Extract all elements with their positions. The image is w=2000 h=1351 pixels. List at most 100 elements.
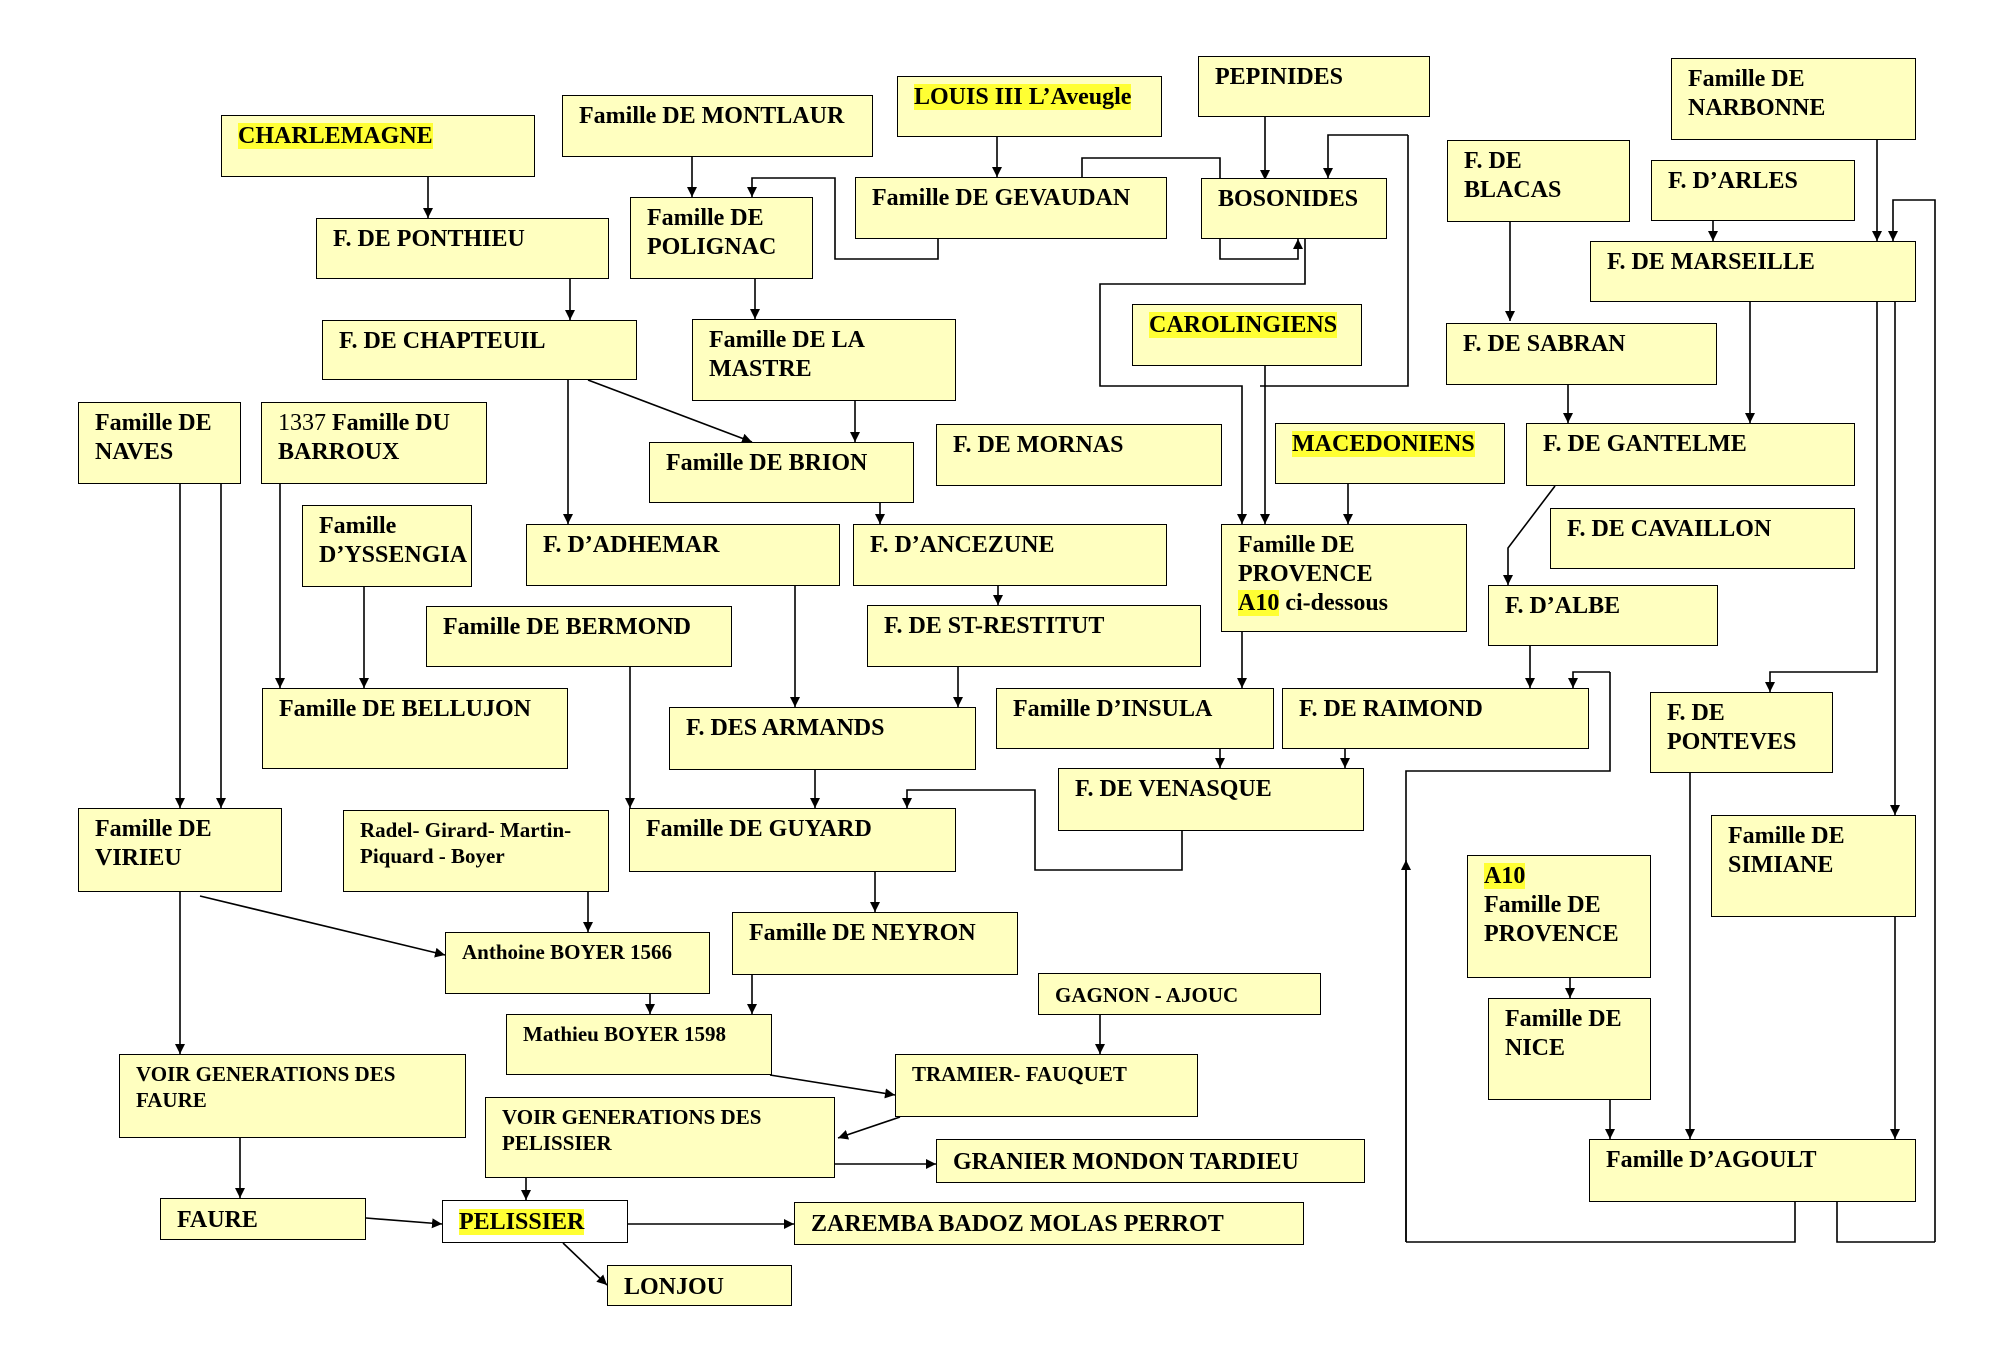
node-cavaillon: F. DE CAVAILLON bbox=[1550, 508, 1855, 569]
node-mornas-label: F. DE MORNAS bbox=[953, 432, 1124, 458]
node-albe: F. D’ALBE bbox=[1488, 585, 1718, 646]
node-ancezune: F. D’ANCEZUNE bbox=[853, 524, 1167, 586]
edge-gevaudan-polignac bbox=[747, 177, 939, 260]
edge-pelissier-lonjou bbox=[562, 1242, 608, 1286]
node-ponteves: F. DE PONTEVES bbox=[1650, 692, 1833, 773]
node-pepinides-label: PEPINIDES bbox=[1215, 64, 1344, 90]
node-ancezune-label: F. D’ANCEZUNE bbox=[870, 532, 1055, 558]
node-pelissier-label: PELISSIER bbox=[459, 1209, 585, 1235]
node-blacas-label: F. DE BLACAS bbox=[1464, 148, 1562, 203]
node-gevaudan-label: Famille DE GEVAUDAN bbox=[872, 185, 1131, 211]
node-radel: Radel- Girard- Martin- Piquard - Boyer bbox=[343, 810, 609, 892]
node-raimond-label: F. DE RAIMOND bbox=[1299, 696, 1483, 722]
node-barroux-label: Famille DU BARROUX bbox=[278, 410, 450, 465]
node-granier: GRANIER MONDON TARDIEU bbox=[936, 1139, 1365, 1183]
node-lonjou-label: LONJOU bbox=[624, 1274, 725, 1300]
node-lamastre-label: Famille DE LA MASTRE bbox=[709, 327, 865, 382]
node-carolingiens-label: CAROLINGIENS bbox=[1149, 312, 1338, 338]
node-macedoniens-label: MACEDONIENS bbox=[1292, 431, 1475, 457]
node-simiane: Famille DE SIMIANE bbox=[1711, 815, 1916, 917]
node-barroux: 1337 Famille DU BARROUX bbox=[261, 402, 487, 484]
node-adhemar: F. D’ADHEMAR bbox=[526, 524, 840, 586]
node-virieu-label: Famille DE VIRIEU bbox=[95, 816, 212, 871]
node-charlemagne-label: CHARLEMAGNE bbox=[238, 123, 433, 149]
edge-loop-raimond bbox=[1568, 671, 1610, 688]
node-faure: FAURE bbox=[160, 1198, 366, 1240]
node-bosonides: BOSONIDES bbox=[1201, 178, 1387, 239]
node-nice-label: Famille DE NICE bbox=[1505, 1006, 1622, 1061]
edge-virieu-anthoine bbox=[199, 895, 446, 958]
edge-loop-bosonides bbox=[1323, 134, 1408, 178]
node-virieu: Famille DE VIRIEU bbox=[78, 808, 282, 892]
node-agoult-label: Famille D’AGOULT bbox=[1606, 1147, 1817, 1173]
edge-agoult-loop-r bbox=[1836, 1202, 1935, 1243]
node-brion-label: Famille DE BRION bbox=[666, 450, 868, 476]
edge-faure-pelissier bbox=[365, 1217, 443, 1229]
node-macedoniens: MACEDONIENS bbox=[1275, 423, 1505, 484]
edge-marseille-ponteves bbox=[1765, 302, 1878, 692]
node-yssengia-label: Famille D’YSSENGIA bbox=[319, 513, 468, 568]
node-insula-label: Famille D’INSULA bbox=[1013, 696, 1213, 722]
edge-tramier-voirpelissier bbox=[837, 1116, 901, 1140]
node-naves-label: Famille DE NAVES bbox=[95, 410, 212, 465]
node-pelissier: PELISSIER bbox=[442, 1200, 628, 1243]
node-ponthieu: F. DE PONTHIEU bbox=[316, 218, 609, 279]
node-mathieu-label: Mathieu BOYER 1598 bbox=[523, 1022, 727, 1046]
node-nice: Famille DE NICE bbox=[1488, 998, 1651, 1100]
edge-bosonides-provence bbox=[1099, 239, 1306, 524]
node-arles: F. D’ARLES bbox=[1651, 160, 1855, 221]
edge-gantelme-albe bbox=[1503, 485, 1556, 585]
node-neyron: Famille DE NEYRON bbox=[732, 912, 1018, 975]
node-zaremba: ZAREMBA BADOZ MOLAS PERROT bbox=[794, 1202, 1304, 1245]
node-chapteuil: F. DE CHAPTEUIL bbox=[322, 320, 637, 380]
node-marseille-label: F. DE MARSEILLE bbox=[1607, 249, 1815, 275]
node-agoult: Famille D’AGOULT bbox=[1589, 1139, 1916, 1202]
node-tramier: TRAMIER- FAUQUET bbox=[895, 1054, 1198, 1117]
node-narbonne-label: Famille DE NARBONNE bbox=[1688, 66, 1826, 121]
node-blacas: F. DE BLACAS bbox=[1447, 140, 1630, 222]
node-lonjou: LONJOU bbox=[607, 1265, 792, 1306]
node-mathieu: Mathieu BOYER 1598 bbox=[506, 1014, 772, 1075]
node-tramier-label: TRAMIER- FAUQUET bbox=[912, 1062, 1127, 1086]
node-armands-label: F. DES ARMANDS bbox=[686, 715, 885, 741]
node-gantelme: F. DE GANTELME bbox=[1526, 423, 1855, 486]
node-charlemagne: CHARLEMAGNE bbox=[221, 115, 535, 177]
node-cavaillon-label: F. DE CAVAILLON bbox=[1567, 516, 1772, 542]
node-montlaur-label: Famille DE MONTLAUR bbox=[579, 103, 845, 129]
node-radel-label: Radel- Girard- Martin- Piquard - Boyer bbox=[360, 818, 572, 868]
node-ponteves-label: F. DE PONTEVES bbox=[1667, 700, 1797, 755]
node-guyard: Famille DE GUYARD bbox=[629, 808, 956, 872]
node-anthoine: Anthoine BOYER 1566 bbox=[445, 932, 710, 994]
node-bellujon-label: Famille DE BELLUJON bbox=[279, 696, 532, 722]
node-lamastre: Famille DE LA MASTRE bbox=[692, 319, 956, 401]
node-gagnon-label: GAGNON - AJOUC bbox=[1055, 983, 1239, 1007]
node-naves: Famille DE NAVES bbox=[78, 402, 241, 484]
node-narbonne: Famille DE NARBONNE bbox=[1671, 58, 1916, 140]
node-voirfaure: VOIR GENERATIONS DES FAURE bbox=[119, 1054, 466, 1138]
node-montlaur: Famille DE MONTLAUR bbox=[562, 95, 873, 157]
edge-mathieu-tramier bbox=[769, 1074, 896, 1099]
node-carolingiens: CAROLINGIENS bbox=[1132, 304, 1362, 366]
node-bermond-label: Famille DE BERMOND bbox=[443, 614, 691, 640]
node-armands: F. DES ARMANDS bbox=[669, 707, 976, 770]
node-marseille: F. DE MARSEILLE bbox=[1590, 241, 1916, 302]
node-mornas: F. DE MORNAS bbox=[936, 424, 1222, 486]
node-ponthieu-label: F. DE PONTHIEU bbox=[333, 226, 525, 252]
node-voirfaure-label: VOIR GENERATIONS DES FAURE bbox=[136, 1062, 396, 1112]
node-polignac: Famille DE POLIGNAC bbox=[630, 197, 813, 279]
edge-loop-provence bbox=[1260, 135, 1409, 387]
node-louis3-label: LOUIS III L’Aveugle bbox=[914, 84, 1132, 110]
node-guyard-label: Famille DE GUYARD bbox=[646, 816, 872, 842]
node-strestitut-label: F. DE ST-RESTITUT bbox=[884, 613, 1105, 639]
node-louis3: LOUIS III L’Aveugle bbox=[897, 76, 1162, 137]
node-provence2-label: Famille DE PROVENCE bbox=[1484, 892, 1619, 947]
node-provence1-note: ci-dessous bbox=[1279, 590, 1389, 616]
node-brion: Famille DE BRION bbox=[649, 442, 914, 503]
node-albe-label: F. D’ALBE bbox=[1505, 593, 1621, 619]
node-barroux-prefix: 1337 bbox=[278, 410, 332, 436]
node-anthoine-label: Anthoine BOYER 1566 bbox=[462, 940, 673, 964]
